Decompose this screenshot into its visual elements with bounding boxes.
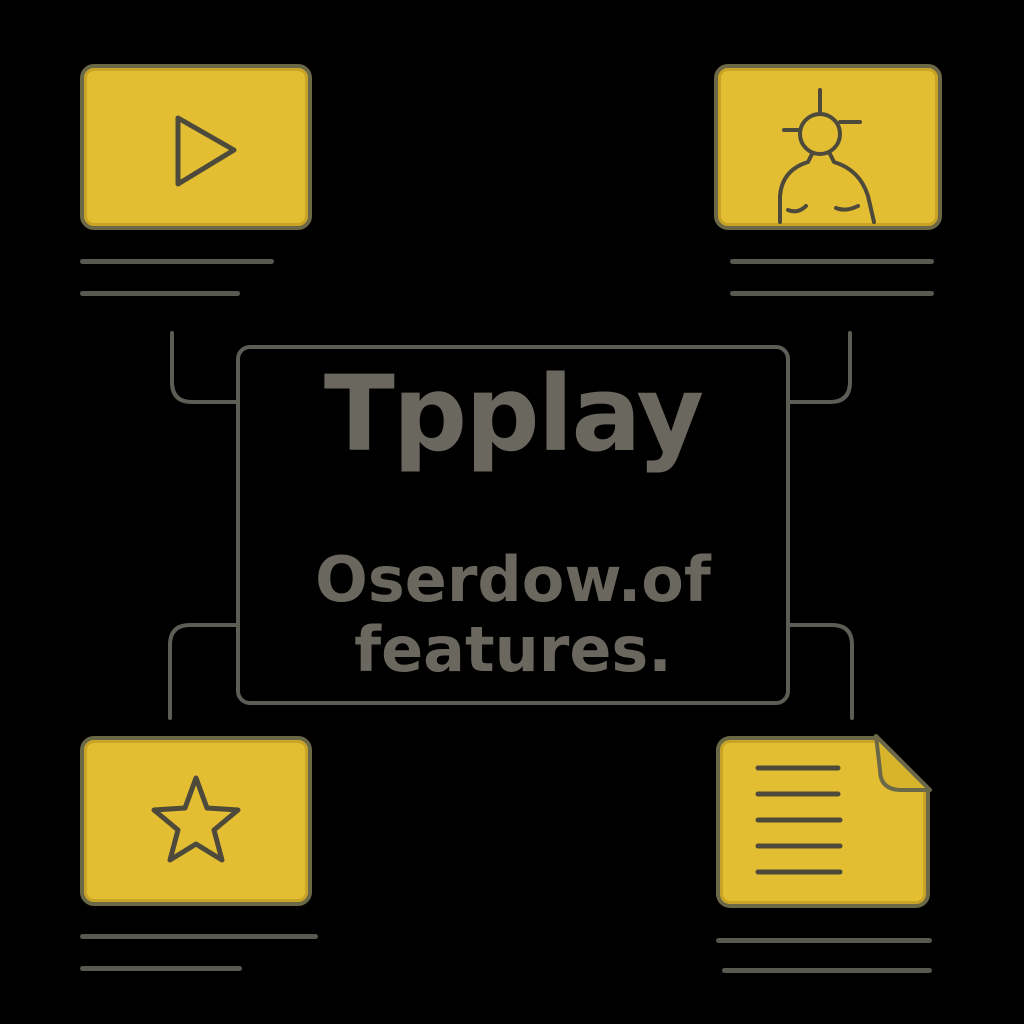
- star-icon: [151, 775, 241, 863]
- connector-top-right: [788, 331, 852, 404]
- user-card-line-1: [730, 259, 934, 264]
- document-card-line-1: [716, 938, 932, 943]
- document-icon: [755, 765, 843, 875]
- user-card[interactable]: [714, 64, 942, 230]
- connector-top-left: [170, 331, 240, 404]
- user-target-icon: [778, 88, 876, 224]
- center-title: Tpplay: [323, 353, 704, 475]
- center-subtitle: Oserdow.of features.: [315, 543, 711, 686]
- favorites-card-line-1: [80, 934, 318, 939]
- document-card-line-2: [722, 968, 932, 973]
- favorites-card-line-2: [80, 966, 242, 971]
- user-card-line-2: [730, 291, 934, 296]
- favorites-card[interactable]: [80, 736, 312, 906]
- video-card[interactable]: [80, 64, 312, 230]
- video-card-line-1: [80, 259, 274, 264]
- play-icon: [175, 115, 237, 187]
- connector-bottom-left: [168, 623, 240, 720]
- document-card[interactable]: [716, 736, 930, 908]
- video-card-line-2: [80, 291, 240, 296]
- center-overview-box: [236, 345, 790, 705]
- connector-bottom-right: [788, 623, 854, 720]
